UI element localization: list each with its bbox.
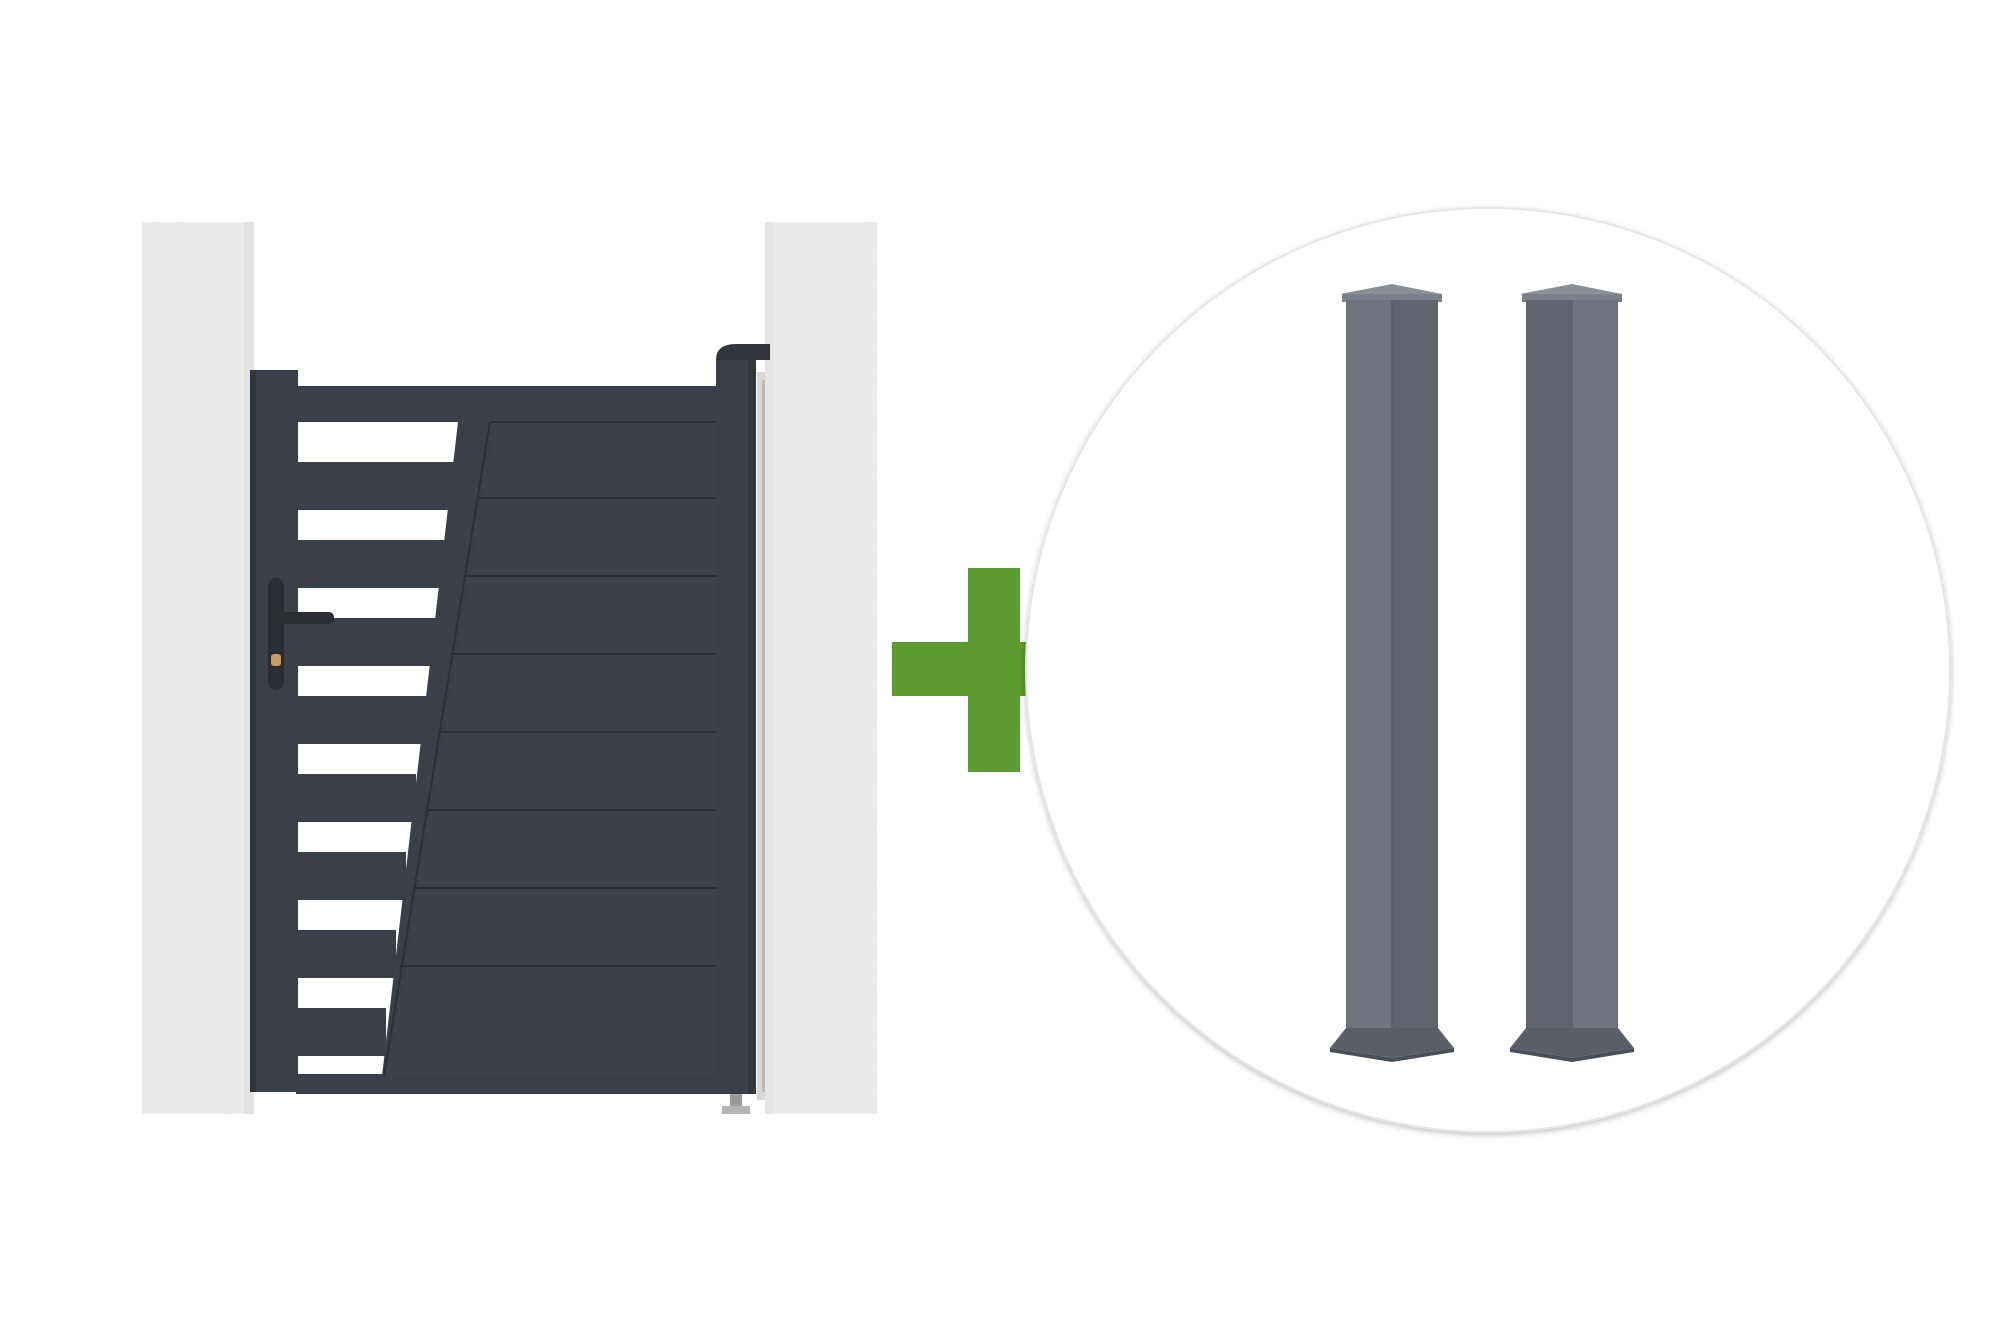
slat [296, 462, 456, 510]
lock-cylinder [271, 654, 281, 666]
slat [296, 774, 416, 822]
posts-circle [1025, 207, 1951, 1133]
slat [296, 852, 406, 900]
slat [296, 1008, 386, 1056]
hinge-gap [757, 372, 765, 1100]
slat [296, 618, 436, 666]
gate-handle [268, 578, 334, 690]
gate-top-rail [296, 386, 720, 422]
aluminium-post [1330, 284, 1454, 1062]
gate-open-slats [296, 462, 456, 1056]
gate-hinge-stile [716, 344, 770, 1094]
left-pillar [142, 222, 254, 1114]
slat [296, 930, 396, 978]
gate-bottom-rail [296, 1074, 720, 1094]
gate-hinge-foot [722, 1094, 750, 1114]
gate-closed-panel [382, 420, 720, 1077]
slat [296, 540, 446, 588]
slat [296, 696, 426, 744]
posts-illustration [1025, 207, 1951, 1133]
aluminium-post [1510, 284, 1634, 1062]
right-pillar [765, 222, 877, 1114]
gate-lock-stile [250, 370, 298, 1092]
gate-illustration [142, 222, 877, 1114]
